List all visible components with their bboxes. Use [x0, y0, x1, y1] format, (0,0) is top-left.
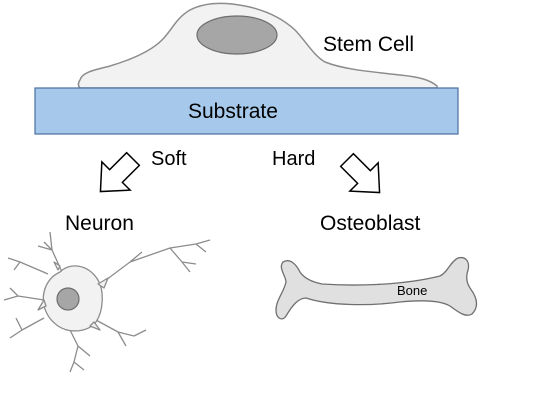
stem-cell-nucleus	[196, 15, 278, 55]
neuron-label: Neuron	[65, 212, 134, 235]
stem-cell-label: Stem Cell	[323, 33, 415, 56]
neuron-cell	[3, 231, 211, 373]
osteoblast-label: Osteoblast	[320, 212, 421, 235]
substrate-label: Substrate	[188, 100, 278, 123]
soft-arrow-icon	[99, 151, 141, 193]
hard-label: Hard	[272, 148, 316, 170]
neuron-nucleus	[56, 287, 80, 311]
substrate-layer	[34, 87, 459, 135]
bone-label: Bone	[397, 283, 428, 298]
soft-label: Soft	[151, 148, 187, 170]
hard-arrow-icon	[339, 152, 381, 194]
bone-shape	[275, 256, 478, 320]
